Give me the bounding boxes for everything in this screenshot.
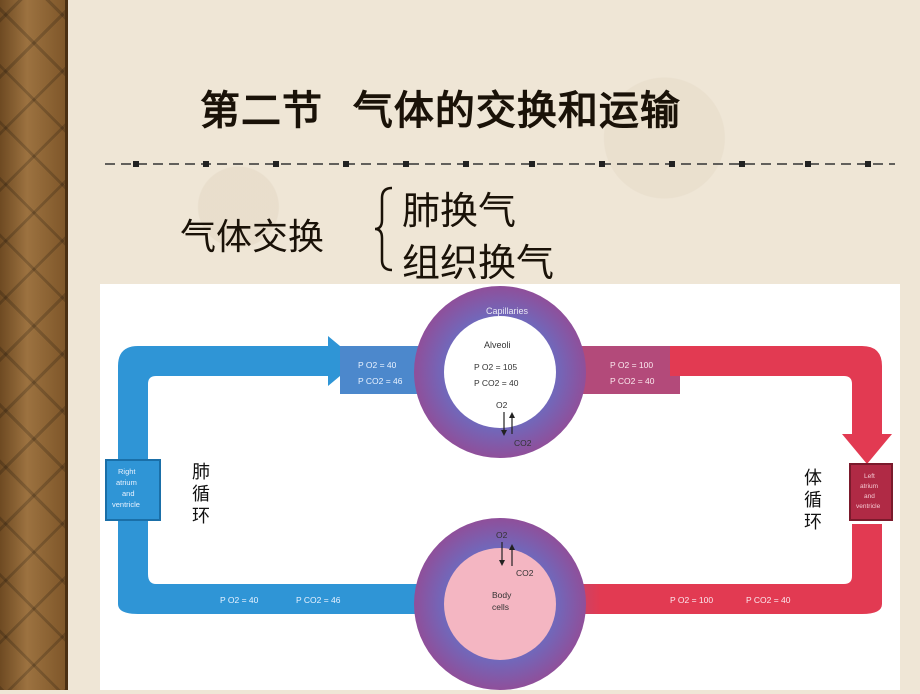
pulmonary-char-2: 循: [192, 484, 210, 505]
right-atrium-line-1: Right: [118, 467, 136, 476]
top-right-connector: [570, 346, 680, 394]
alveoli-po2: P O2 = 105: [474, 362, 517, 372]
bottom-left-pco2: P CO2 = 46: [296, 595, 341, 605]
left-top-pco2: P CO2 = 46: [358, 376, 403, 386]
right-atrium-box: [105, 459, 161, 521]
top-o2-label: O2: [496, 400, 508, 410]
left-atrium-line-4: ventricle: [856, 503, 881, 510]
circulation-diagram: Capillaries Alveoli P O2 = 105 P CO2 = 4…: [100, 284, 900, 690]
pulmonary-char-1: 肺: [192, 462, 210, 483]
right-lower-red-vessel: [560, 524, 882, 614]
right-atrium-line-2: atrium: [116, 478, 137, 487]
bottom-left-po2: P O2 = 40: [220, 595, 259, 605]
pulmonary-char-3: 环: [192, 506, 210, 527]
body-cells-label-1: Body: [492, 590, 512, 600]
left-atrium-line-2: atrium: [860, 483, 878, 490]
body-cells-circle: [444, 548, 556, 660]
left-top-po2: P O2 = 40: [358, 360, 397, 370]
bottom-co2-label: CO2: [516, 568, 534, 578]
left-atrium-line-3: and: [864, 493, 875, 500]
bottom-o2-label: O2: [496, 530, 508, 540]
page-title: 第二节 气体的交换和运输: [200, 87, 681, 134]
decorative-side-strip: [0, 0, 68, 690]
curly-brace: [374, 186, 393, 272]
right-down-arrow: [842, 434, 892, 464]
lung-exchange-item: 肺换气: [402, 189, 517, 233]
tissue-exchange-item: 组织换气: [402, 241, 555, 285]
bottom-right-po2: P O2 = 100: [670, 595, 713, 605]
systemic-char-1: 体: [804, 468, 822, 489]
systemic-char-3: 环: [804, 512, 822, 533]
alveoli-label: Alveoli: [484, 340, 511, 350]
gas-exchange-label: 气体交换: [180, 217, 325, 258]
dashed-divider: [105, 161, 895, 167]
left-atrium-box: [849, 463, 893, 521]
bottom-right-pco2: P CO2 = 40: [746, 595, 791, 605]
right-atrium-line-4: ventricle: [112, 500, 140, 509]
right-top-po2: P O2 = 100: [610, 360, 653, 370]
top-co2-label: CO2: [514, 438, 532, 448]
alveoli-circle: [444, 316, 556, 428]
left-atrium-line-1: Left: [864, 473, 875, 480]
right-atrium-line-3: and: [122, 489, 135, 498]
body-cells-label-2: cells: [492, 602, 509, 612]
alveoli-pco2: P CO2 = 40: [474, 378, 519, 388]
systemic-char-2: 循: [804, 490, 822, 511]
bottom-blue-vessel: [148, 584, 448, 614]
right-red-vessel: [670, 346, 882, 434]
right-top-pco2: P CO2 = 40: [610, 376, 655, 386]
capillaries-label: Capillaries: [486, 306, 529, 316]
